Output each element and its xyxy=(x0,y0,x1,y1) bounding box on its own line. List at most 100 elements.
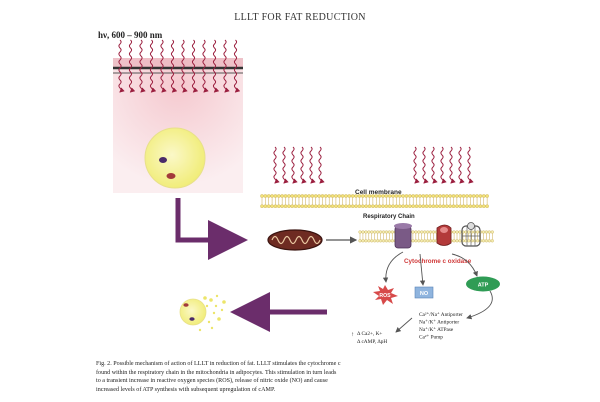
lipid-head xyxy=(414,230,418,234)
lipid-head xyxy=(290,194,294,198)
lipid-head xyxy=(381,204,385,208)
lipid-head xyxy=(364,239,368,243)
lipid-head xyxy=(324,204,328,208)
effect-1: Δ Ca2+, K+ xyxy=(357,331,382,337)
lipid-head xyxy=(300,194,305,198)
lipid-head xyxy=(277,204,281,208)
lipid-head xyxy=(451,204,456,208)
lipid-head xyxy=(273,194,278,198)
laser-beam xyxy=(212,39,220,93)
lipid-head xyxy=(467,239,471,243)
laser-beam xyxy=(160,39,167,93)
lipid-head xyxy=(350,194,355,198)
lipid-head xyxy=(357,204,362,208)
lipid-head xyxy=(438,204,442,208)
lipid-head xyxy=(414,239,418,243)
lipid-head xyxy=(280,194,284,198)
lipid-head xyxy=(330,194,335,198)
lipid-head xyxy=(350,204,355,208)
lipid-head xyxy=(377,204,382,208)
laser-beam xyxy=(223,39,230,93)
lipid-head xyxy=(384,239,389,243)
lipid-head xyxy=(426,230,430,234)
lipid-head xyxy=(394,204,399,208)
laser-beam xyxy=(282,146,289,184)
lipid-head xyxy=(314,194,318,198)
laser-beam xyxy=(291,146,298,184)
lipid-head xyxy=(434,204,439,208)
pump-4: Ca²⁺ Pump xyxy=(419,335,443,341)
lipid-head xyxy=(490,239,494,243)
lipid-head xyxy=(379,230,383,234)
lipid-head xyxy=(361,204,365,208)
lipid-head xyxy=(445,194,449,198)
released-fat-droplets xyxy=(198,294,226,332)
lipid-head xyxy=(429,230,433,234)
lipid-head xyxy=(452,239,456,243)
lipid-head xyxy=(334,194,338,198)
shrunken-adipocyte xyxy=(179,298,207,326)
laser-beams-right xyxy=(413,146,474,184)
lipid-head xyxy=(384,194,389,198)
lipid-head xyxy=(398,204,402,208)
lipid-head xyxy=(391,194,395,198)
lipid-head xyxy=(411,239,415,243)
lipid-head xyxy=(448,204,452,208)
lipid-head xyxy=(384,230,389,234)
lipid-head xyxy=(398,194,402,198)
lipid-head xyxy=(471,194,476,198)
lipid-head xyxy=(429,239,433,243)
lipid-head xyxy=(465,194,469,198)
laser-beam xyxy=(440,146,447,184)
lipid-head xyxy=(340,204,345,208)
lipid-head xyxy=(307,204,311,208)
lipid-head xyxy=(487,230,491,234)
laser-beams-middle xyxy=(273,146,325,184)
lipid-head xyxy=(482,204,486,208)
fat-droplet xyxy=(209,298,213,302)
lipid-head xyxy=(458,194,462,198)
lipid-head xyxy=(421,204,426,208)
lipid-head xyxy=(364,230,368,234)
fat-droplet xyxy=(222,300,226,304)
lipid-head xyxy=(487,239,491,243)
lipid-head xyxy=(297,204,301,208)
fat-droplet xyxy=(198,328,202,332)
lipid-head xyxy=(310,204,315,208)
arrow-to-pumps xyxy=(466,290,493,320)
lipid-head xyxy=(417,230,421,234)
lipid-head xyxy=(448,194,452,198)
nucleus-dot-2 xyxy=(166,173,176,179)
laser-beam xyxy=(149,39,157,93)
lipid-head xyxy=(423,239,427,243)
lipid-head xyxy=(317,194,321,198)
mitochondrion xyxy=(267,229,323,251)
atp-label: ATP xyxy=(478,283,489,289)
lipid-head xyxy=(428,194,432,198)
lipid-head xyxy=(354,194,358,198)
fat-droplet xyxy=(207,320,211,324)
caption-line-2: found within the respiratory chain in th… xyxy=(96,369,337,376)
nucleus-dot-1 xyxy=(159,157,167,163)
effects-list: ↑ Δ Ca2+, K+ Δ cAMP, ΔpH xyxy=(351,331,387,345)
lipid-head xyxy=(377,194,382,198)
lipid-head xyxy=(340,194,345,198)
lipid-head xyxy=(314,204,318,208)
arrow-to-atp xyxy=(451,253,478,277)
lipid-head xyxy=(371,194,375,198)
lipid-head xyxy=(287,204,291,208)
laser-beam xyxy=(191,39,199,93)
pump-2: Na⁺/K⁺ Antiporter xyxy=(419,320,459,326)
fat-droplet xyxy=(217,317,221,321)
lipid-head xyxy=(394,194,399,198)
lipid-head xyxy=(310,194,315,198)
membrane-label: Cell membrane xyxy=(355,189,402,196)
lipid-head xyxy=(404,194,409,198)
protein-complexes xyxy=(394,222,481,249)
lipid-head xyxy=(263,204,268,208)
lipid-head xyxy=(478,204,483,208)
lipid-head xyxy=(317,204,321,208)
atp-oval: ATP xyxy=(466,276,500,292)
laser-beam xyxy=(467,146,474,184)
lipid-head xyxy=(434,194,439,198)
